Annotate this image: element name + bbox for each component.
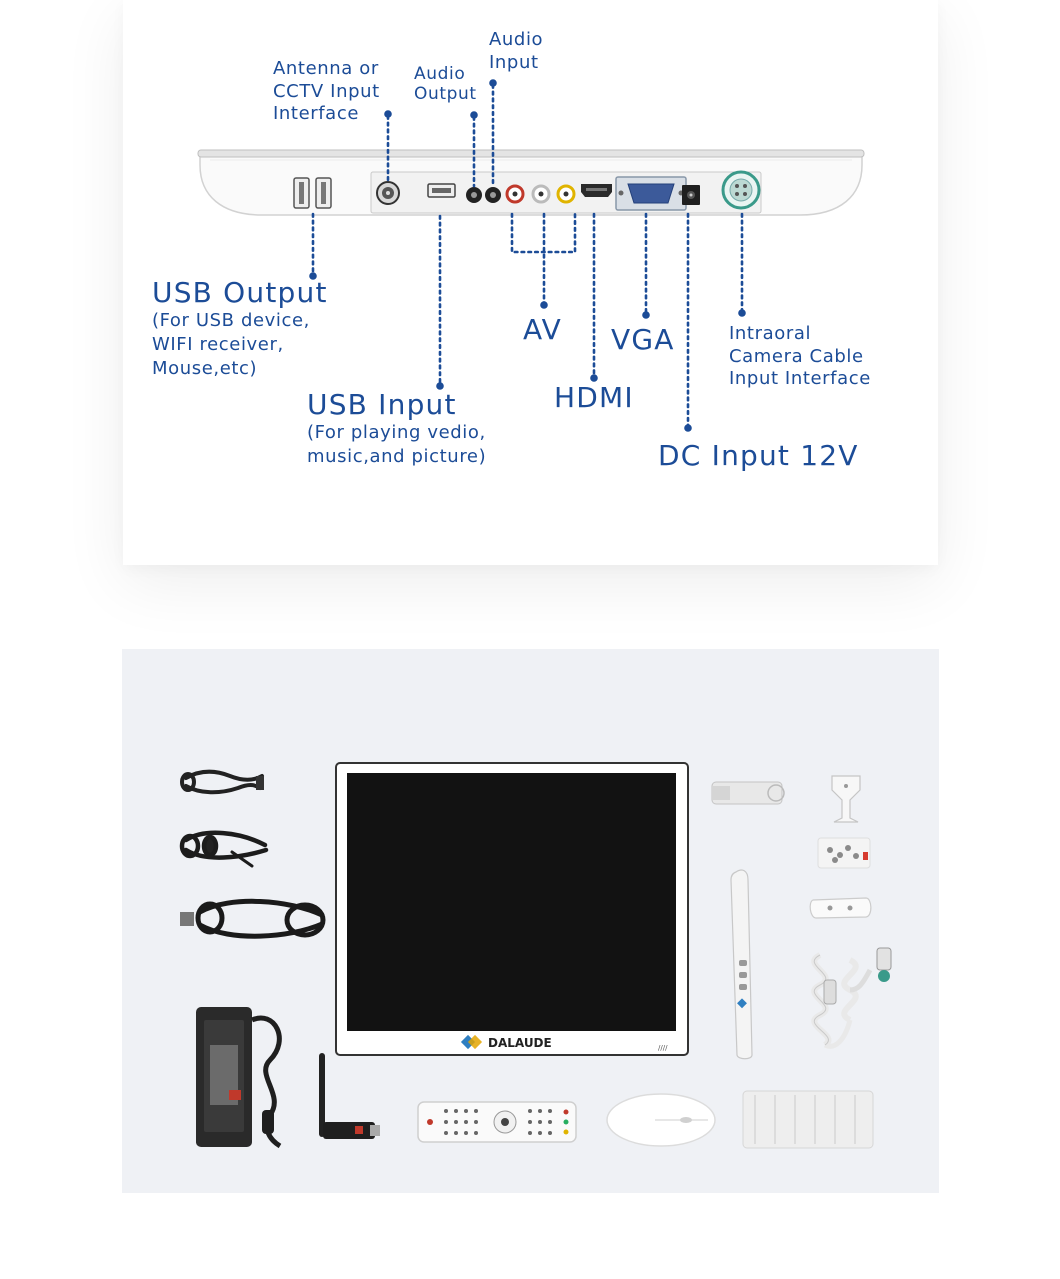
wireless-mouse-icon [606,1093,716,1147]
label-line: Input [489,51,539,73]
leader-dots [309,79,746,432]
wifi-dongle-icon [319,1053,380,1139]
vga-port-icon [615,176,687,211]
label-audio-input: Audio Input [489,29,543,74]
label-line: Antenna or [273,58,379,79]
label-title: USB Output [152,276,328,309]
label-line: CCTV Input [273,80,380,102]
power-adapter-icon [196,1007,282,1149]
label-line: Camera Cable [729,345,864,367]
power-cord-icon [180,898,326,939]
label-line: WIFI receiver, [152,334,284,355]
label-audio-output: Audio Output [414,64,477,104]
bag-icon [742,1090,874,1149]
rca-port-icon [556,184,576,204]
audio-jack-icon [485,187,501,203]
label-usb-output: USB Output (For USB device, WIFI receive… [152,277,328,381]
label-line: Input Interface [729,368,871,389]
label-line: (For playing vedio, [307,422,486,443]
rca-port-icon [505,184,525,204]
aviation-plug-icon [823,947,892,1005]
audio-jack-icon [466,187,482,203]
mounting-bracket-icon [831,775,861,823]
usb-flash-drive-icon [711,781,785,805]
label-antenna-interface: Antenna or CCTV Input Interface [273,58,380,126]
av-cable-icon [179,830,269,868]
leader-lines [311,83,744,428]
usb-port-icon [427,183,456,198]
coax-port-icon [376,181,400,205]
label-usb-input: USB Input (For playing vedio, music,and … [307,389,486,469]
label-title: USB Input [307,388,457,421]
wall-clip-icon [809,897,872,919]
interface-diagram-card [123,0,938,565]
label-line: Output [414,84,477,104]
label-line: music,and picture) [307,446,487,467]
intraoral-camera-icon [730,869,753,1060]
coiled-cable-outline [813,954,829,1046]
label-vga: VGA [611,323,675,356]
remote-control-icon [417,1101,577,1143]
monitor-front: DALAUDE //// [335,762,689,1056]
label-line: Intraoral [729,323,812,344]
dc-jack-icon [682,185,700,205]
rca-port-icon [531,184,551,204]
label-dc-input: DC Input 12V [658,439,859,472]
label-intraoral-camera-interface: Intraoral Camera Cable Input Interface [729,323,871,391]
usb-cable-icon [180,769,264,795]
hdmi-port-icon [581,184,612,197]
label-hdmi: HDMI [554,381,634,414]
label-line: Interface [273,103,359,124]
usb-port-icon [315,177,332,209]
label-line: (For USB device, [152,310,310,331]
label-line: Audio [489,29,544,50]
usb-port-icon [293,177,310,209]
label-line: Audio [414,64,466,84]
monitor-brand-logo: DALAUDE [488,1036,552,1050]
aviation-connector-icon [721,170,761,210]
label-av: AV [523,313,562,346]
svg-text:////: //// [658,1044,668,1052]
screws-icon [817,837,871,869]
label-line: Mouse,etc) [152,358,258,379]
